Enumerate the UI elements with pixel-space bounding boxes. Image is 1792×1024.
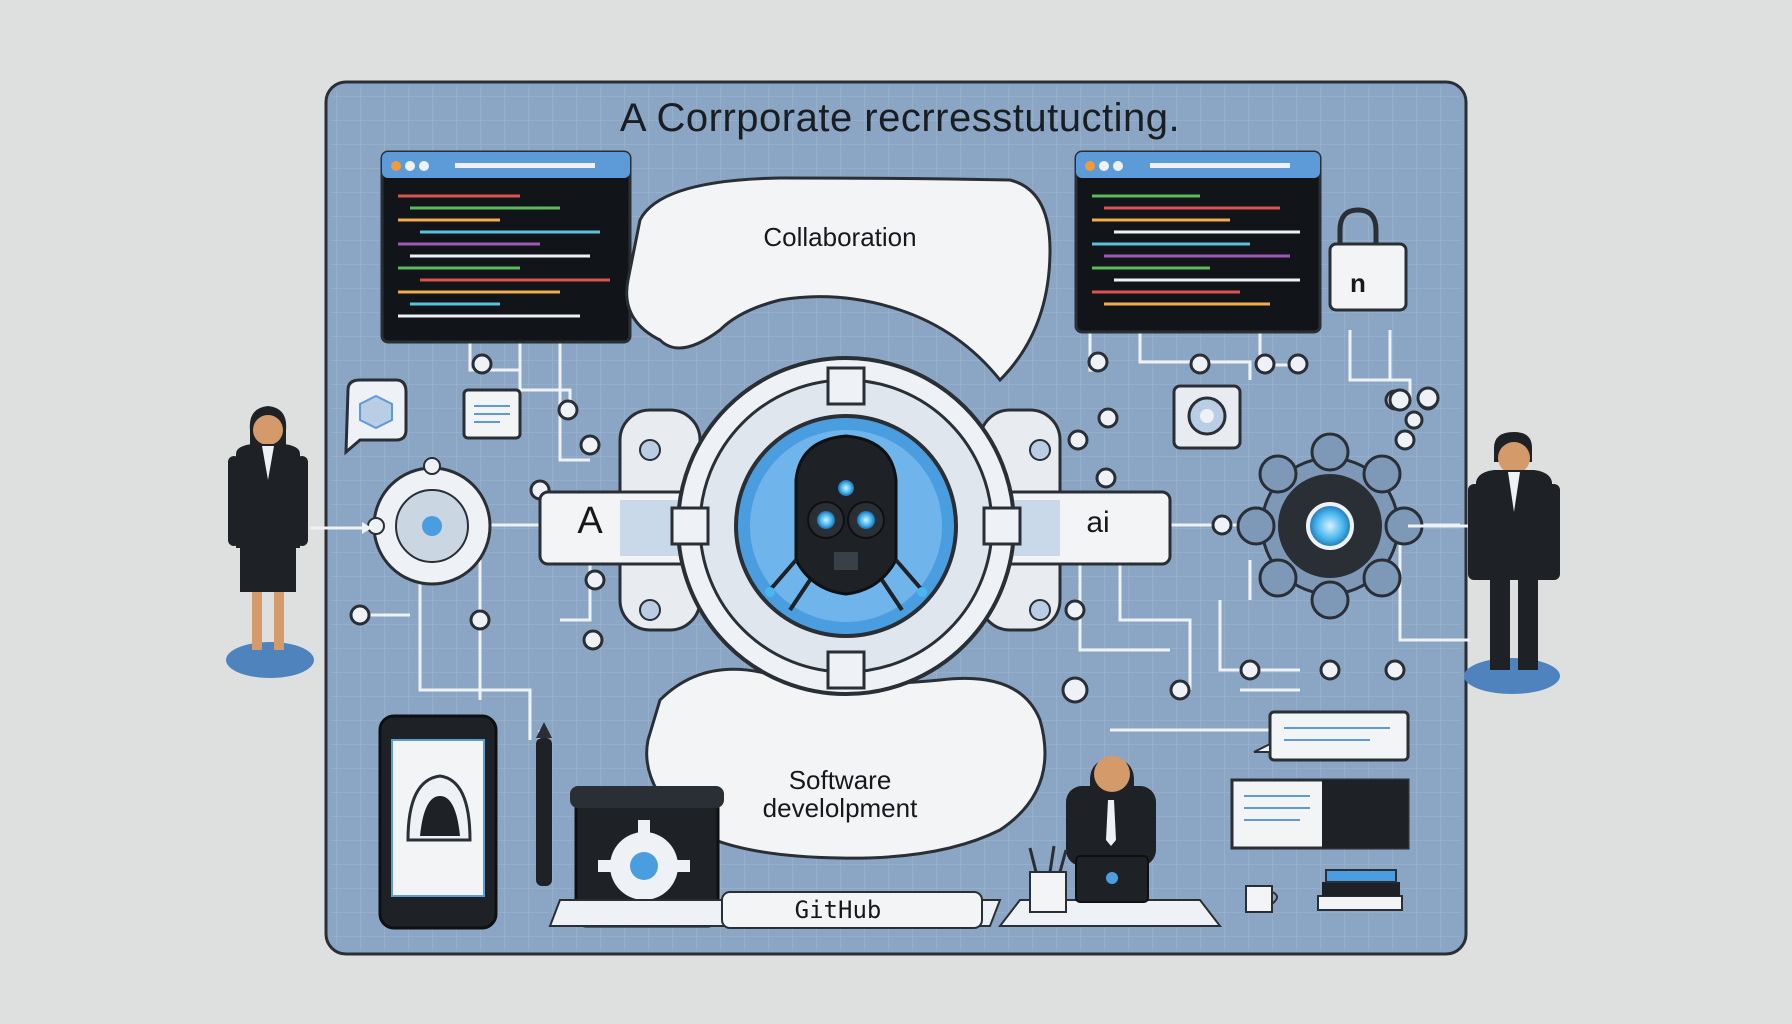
a-label: A	[577, 500, 603, 542]
software-label: Software	[788, 765, 892, 795]
stylus-pen-icon	[536, 722, 552, 886]
speech-bubble-icon	[1253, 710, 1410, 762]
ai-label: ai	[1086, 506, 1110, 539]
person-businesswoman	[226, 406, 314, 678]
disc-node-left	[367, 457, 492, 586]
camera-module-icon	[1172, 384, 1242, 450]
collaboration-bubble	[625, 176, 1052, 383]
github-label-bar	[548, 891, 1002, 929]
document-card-small	[462, 388, 522, 440]
lock-icon	[1328, 207, 1408, 312]
node-cluster-right	[1388, 386, 1440, 430]
developer-at-desk	[997, 756, 1223, 927]
open-book-icon	[1230, 778, 1410, 850]
smartphone-icon	[378, 714, 498, 930]
lock-label: n	[1350, 268, 1366, 298]
gear-icon-right	[1236, 432, 1424, 620]
development-label: develolpment	[762, 793, 918, 823]
ai-robot-icon	[765, 434, 927, 612]
code-window-right	[1074, 150, 1322, 334]
github-label: GitHub	[794, 896, 882, 924]
circuit-lines	[360, 330, 1470, 790]
circuit-nodes	[349, 351, 1439, 704]
code-window-left	[380, 150, 632, 344]
book-stack-icon	[1317, 869, 1403, 911]
person-businessman	[1464, 432, 1560, 694]
diagram-title: A Corrporate recrresstutucting.	[619, 96, 1181, 140]
chat-bubble-icon	[344, 378, 408, 456]
software-development-label: Software develolpment	[715, 766, 965, 822]
collaboration-label: Collaboration	[763, 222, 917, 252]
coffee-cup-icon	[1245, 885, 1278, 913]
arrow-connector-left	[310, 522, 372, 534]
label-box-a	[538, 490, 702, 566]
